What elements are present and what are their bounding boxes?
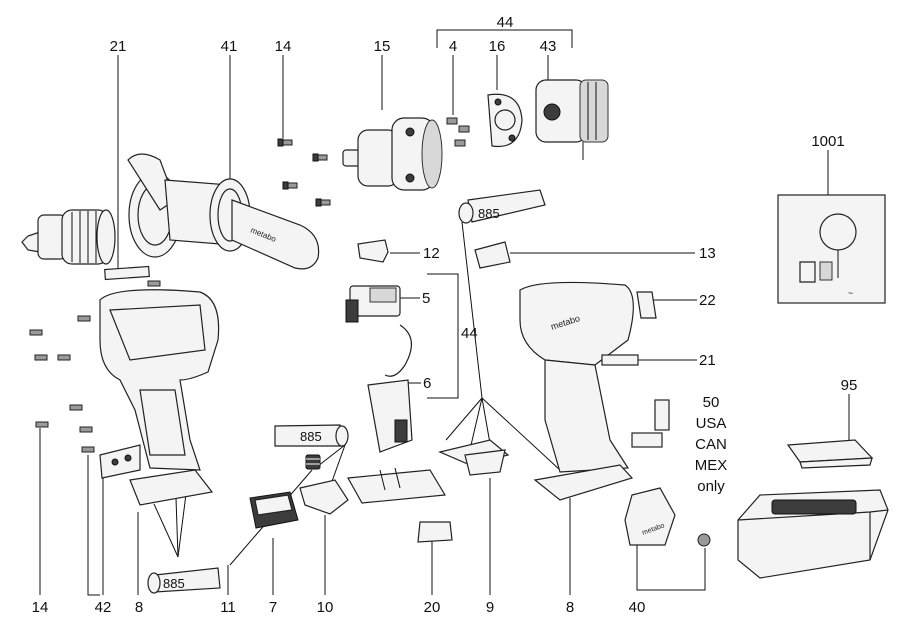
tube-label-885-b: 885 xyxy=(300,429,322,444)
drill-chuck xyxy=(21,209,116,265)
screws-left xyxy=(29,280,161,453)
callout-22: 22 xyxy=(699,292,716,309)
callout-labels: 21 41 14 15 44 4 16 43 1001 12 13 5 44 2… xyxy=(32,14,858,616)
callout-15: 15 xyxy=(374,38,391,55)
callout-8: 8 xyxy=(135,599,143,616)
part-12 xyxy=(357,239,389,263)
grease-tube-2: 885 xyxy=(274,424,349,447)
callout-1001: 1001 xyxy=(811,133,844,150)
battery-interface xyxy=(347,467,447,504)
callout-13: 13 xyxy=(699,245,716,262)
callout-11: 11 xyxy=(220,599,236,616)
label-22 xyxy=(636,291,657,319)
callout-95: 95 xyxy=(841,377,858,394)
callout-8-b: 8 xyxy=(566,599,574,616)
region-only: only xyxy=(697,478,725,495)
region-can: CAN xyxy=(695,436,727,453)
side-handle: metabo xyxy=(127,153,320,270)
part-42 xyxy=(99,444,141,479)
callout-4: 4 xyxy=(449,38,457,55)
callout-41: 41 xyxy=(221,38,238,55)
gearbox xyxy=(342,117,443,191)
battery-cover xyxy=(786,439,874,469)
grease-tube-1: 885 xyxy=(458,189,546,224)
tube-label-885-c: 885 xyxy=(163,576,185,591)
callout-10: 10 xyxy=(317,599,334,616)
belt-clip: metabo xyxy=(624,487,711,547)
grease-tube-3: 885 xyxy=(147,567,221,594)
callout-43: 43 xyxy=(540,38,557,55)
screws-4 xyxy=(446,117,470,147)
callout-14: 14 xyxy=(275,38,292,55)
screws-top xyxy=(277,138,331,207)
label-50 xyxy=(654,399,670,431)
switch xyxy=(345,285,401,323)
callout-42: 42 xyxy=(95,599,112,616)
part-10 xyxy=(299,479,349,515)
callout-21: 21 xyxy=(110,38,127,55)
callout-44: 44 xyxy=(497,14,514,31)
housing-right: metabo xyxy=(519,281,634,501)
callout-5: 5 xyxy=(422,290,430,307)
label-strip-21 xyxy=(104,265,150,281)
callout-14-b: 14 xyxy=(32,599,49,616)
callout-7: 7 xyxy=(269,599,277,616)
spring xyxy=(305,454,321,470)
svg-text:~: ~ xyxy=(848,288,853,298)
battery-pack xyxy=(737,489,889,579)
leader-lines xyxy=(39,29,850,596)
callout-44-b: 44 xyxy=(461,325,478,342)
electronics-board xyxy=(367,324,413,453)
callout-12: 12 xyxy=(423,245,440,262)
tube-label-885: 885 xyxy=(478,206,500,221)
part-9 xyxy=(438,439,510,476)
label-50-b xyxy=(631,432,663,448)
label-21-right xyxy=(601,354,639,366)
part-13 xyxy=(474,241,511,269)
callout-16: 16 xyxy=(489,38,506,55)
led-module xyxy=(249,491,299,529)
wiring-box-1001: ~ xyxy=(777,194,886,304)
label-20 xyxy=(417,521,453,543)
callout-40: 40 xyxy=(629,599,646,616)
callout-50: 50 xyxy=(703,394,720,411)
callout-6: 6 xyxy=(423,375,431,392)
region-usa: USA xyxy=(696,415,727,432)
callout-9: 9 xyxy=(486,599,494,616)
callout-20: 20 xyxy=(424,599,441,616)
housing-left xyxy=(99,289,220,506)
motor-plate xyxy=(487,93,523,148)
region-mex: MEX xyxy=(695,457,728,474)
motor xyxy=(535,79,609,160)
callout-21-b: 21 xyxy=(699,352,716,369)
